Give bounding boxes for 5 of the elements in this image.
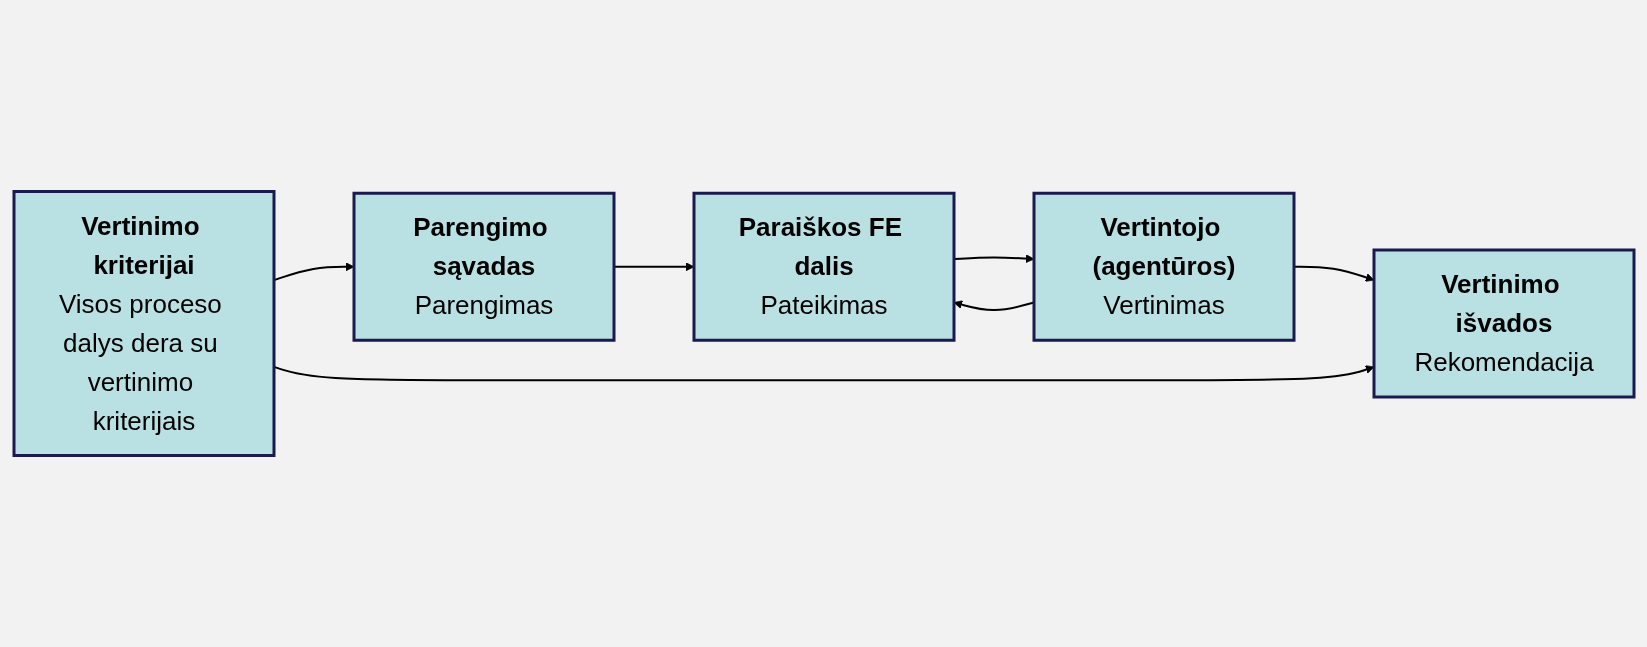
- node-box: Paraiškos FE dalis Pateikimas: [692, 191, 955, 342]
- node-box: Parengimo sąvadas Parengimas: [352, 191, 615, 342]
- node-box: Vertinimo išvados Rekomendacija: [1372, 248, 1635, 399]
- node-box: Vertintojo (agentūros) Vertinimas: [1032, 191, 1295, 342]
- node-box: Vertinimo kriterijai Visos proceso dalys dera su vertinimo kriterijais: [12, 190, 275, 457]
